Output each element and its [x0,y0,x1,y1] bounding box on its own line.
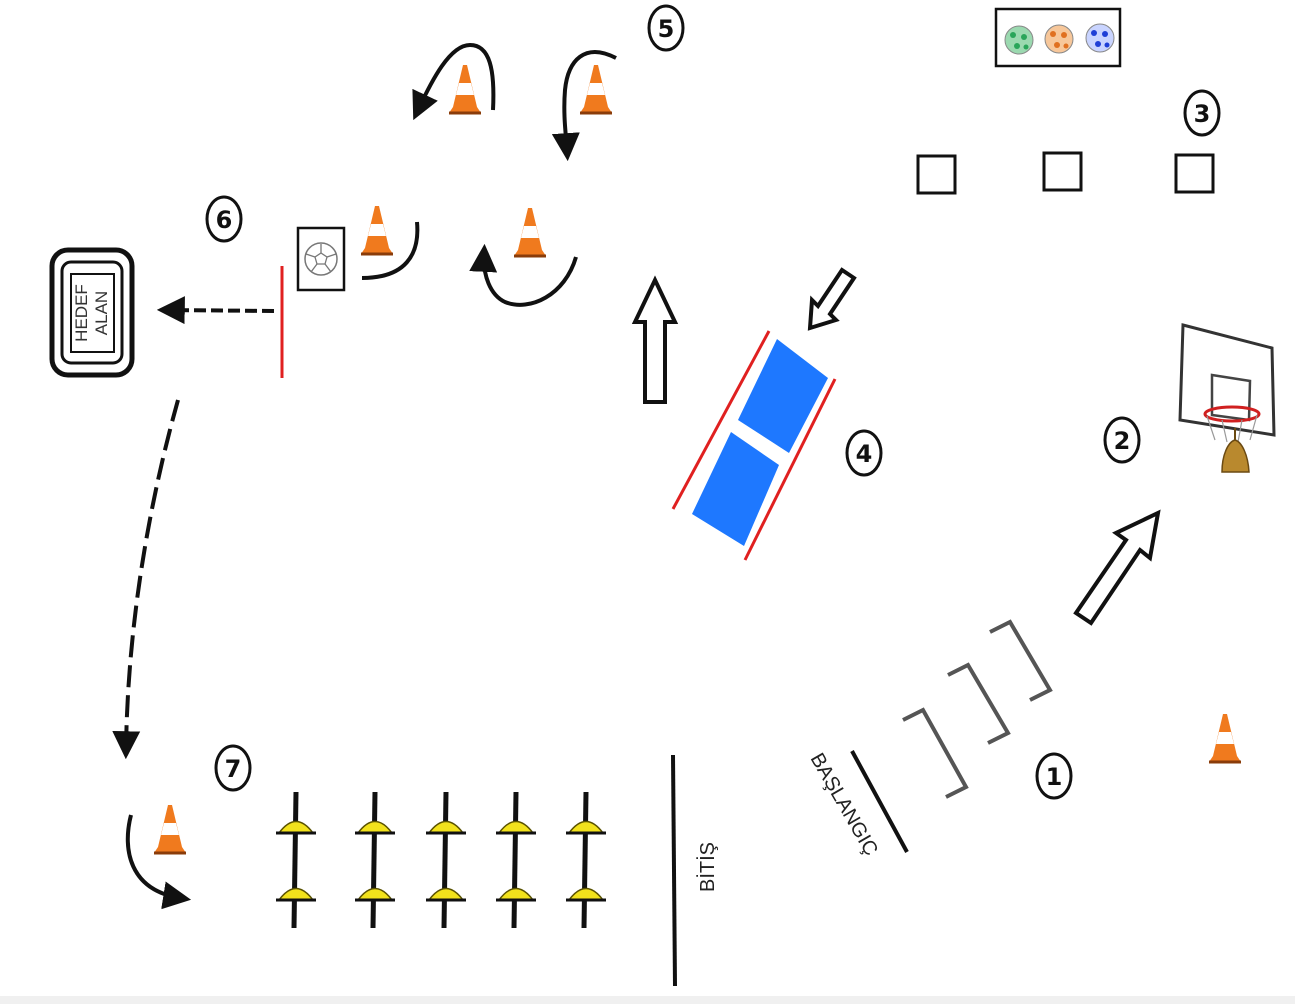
curved-arrow-icon [469,243,578,307]
slalom-markers [276,791,606,929]
gym-mat-icon [671,330,837,561]
box-icon [1042,151,1083,192]
traffic-cone-icon [359,204,395,256]
svg-text:3: 3 [1194,100,1211,128]
ball-icon [1004,25,1034,55]
cone-marker-icon [567,820,605,834]
cone-marker-icon [497,820,535,834]
start-label: BAŞLANGIÇ [806,750,882,860]
dashed-path-arrow [112,399,180,760]
curved-arrow-icon [551,50,617,162]
station-number-4: 4 [845,429,883,477]
hurdle-icon [902,619,1053,799]
svg-text:2: 2 [1114,427,1131,455]
svg-text:4: 4 [856,440,873,468]
station-number-1: 1 [1035,752,1073,800]
svg-text:7: 7 [225,755,242,783]
station-number-6: 6 [205,195,243,243]
slalom-pole-icon [276,791,316,929]
start-line [850,750,909,853]
traffic-cone-icon [578,63,614,115]
curved-arrow-icon [361,221,420,280]
curved-arrow-icon [412,42,496,121]
cone-marker-icon [427,887,465,901]
target-area: HEDEF ALAN [49,247,135,378]
svg-text:6: 6 [216,206,233,234]
cone-marker-icon [277,887,315,901]
box-icon [1174,153,1215,194]
traffic-cone-icon [447,63,483,115]
ball-box [296,226,346,292]
cone-marker-icon [497,887,535,901]
cone-marker-icon [427,820,465,834]
station-number-7: 7 [214,744,252,792]
bell-icon [1221,428,1250,473]
ball-icon [1085,23,1115,53]
svg-text:1: 1 [1046,763,1063,791]
svg-text:5: 5 [658,15,675,43]
station-number-3: 3 [1183,89,1221,137]
station-number-2: 2 [1103,416,1141,464]
finish-label: BİTİŞ [696,842,719,892]
box-icon [916,154,957,195]
cone-marker-icon [356,887,394,901]
curved-arrow-icon [125,814,192,910]
direction-arrow-icon [631,275,679,404]
slalom-pole-icon [355,791,395,929]
direction-arrow-icon [807,267,857,331]
slalom-pole-icon [566,791,606,929]
traffic-cone-icon [152,803,188,855]
target-label-line2: ALAN [92,291,111,335]
cone-marker-icon [356,820,394,834]
slalom-pole-icon [496,791,536,929]
ball-icon [1044,24,1074,54]
ball-icon [305,244,337,273]
station-number-5: 5 [647,4,685,52]
traffic-cone-icon [1207,712,1243,764]
dashed-throw-arrow [156,296,275,325]
basketball-hoop-icon [1178,323,1276,443]
cone-marker-icon [277,820,315,834]
finish-line [671,754,677,987]
ball-tray [994,7,1122,68]
cone-marker-icon [567,887,605,901]
target-label-line1: HEDEF [72,284,91,342]
traffic-cone-icon [512,206,548,258]
direction-arrow-icon [1073,509,1161,626]
slalom-pole-icon [426,791,466,929]
